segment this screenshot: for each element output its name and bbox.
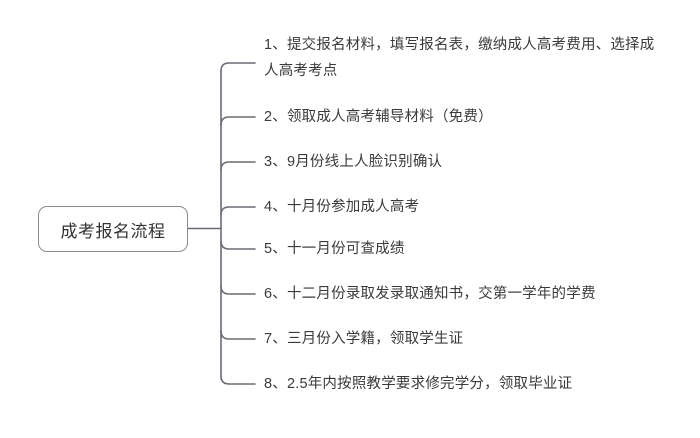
branch-node-7[interactable]: 7、三月份入学籍，领取学生证 [264,331,464,347]
branch-stub-4 [220,206,256,216]
branch-node-3[interactable]: 3、9月份线上人脸识别确认 [264,154,443,170]
branch-stub-5 [220,240,256,250]
branch-node-4[interactable]: 4、十月份参加成人高考 [264,199,420,215]
branch-node-5[interactable]: 5、十一月份可查成绩 [264,241,405,257]
branch-node-8[interactable]: 8、2.5年内按照教学要求修完学分，领取毕业证 [264,376,573,392]
branch-node-6[interactable]: 6、十二月份录取发录取通知书，交第一学年的学费 [264,286,596,302]
branch-node-2[interactable]: 2、领取成人高考辅导材料（免费） [264,109,493,125]
branch-node-1[interactable]: 1、提交报名材料，填写报名表，缴纳成人高考费用、选择成人高考考点 [264,37,655,79]
branch-stub-7 [220,330,256,340]
branch-stub-8 [220,375,256,385]
branch-stub-6 [220,285,256,295]
branch-stub-3 [220,161,256,171]
root-node-label: 成考报名流程 [60,221,166,241]
branch-stub-1 [220,62,256,72]
branch-stub-2 [220,116,256,126]
root-node[interactable]: 成考报名流程 [38,206,188,252]
